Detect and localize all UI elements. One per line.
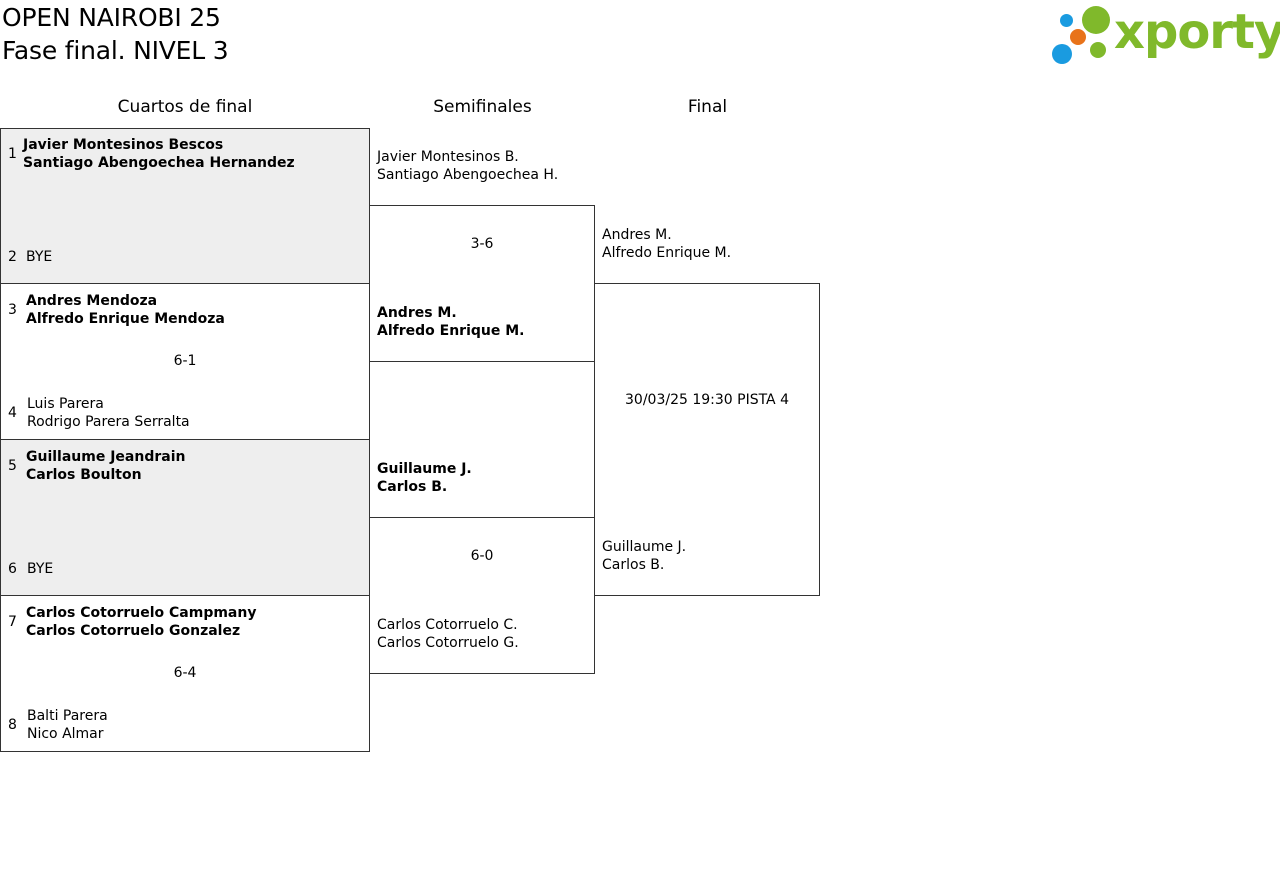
team-player: Carlos Cotorruelo G.	[377, 635, 519, 651]
team-player: Carlos B.	[377, 479, 448, 495]
team-player: Carlos Cotorruelo C.	[377, 617, 518, 633]
match-schedule: 30/03/25 19:30 PISTA 4	[625, 392, 789, 408]
team-player: Alfredo Enrique M.	[602, 245, 732, 261]
seed-number: 3	[8, 302, 17, 318]
seed-number: 7	[8, 614, 17, 630]
team-player: BYE	[27, 561, 54, 577]
team-player: Santiago Abengoechea H.	[377, 167, 559, 183]
logo-dot-icon	[1060, 14, 1073, 27]
team-player: Luis Parera	[27, 396, 104, 412]
team-player: Andres M.	[602, 227, 672, 243]
match-score: 3-6	[470, 236, 494, 252]
team-player: Guillaume Jeandrain	[26, 449, 186, 465]
team-player: Alfredo Enrique M.	[377, 323, 525, 339]
team-player: Carlos Boulton	[26, 467, 142, 483]
logo-dot-icon	[1052, 44, 1072, 64]
team-player: BYE	[26, 249, 53, 265]
team-player: Andres Mendoza	[26, 293, 158, 309]
logo-dot-icon	[1090, 42, 1106, 58]
logo-wordmark: xporty	[1114, 4, 1280, 60]
seed-number: 5	[8, 458, 17, 474]
seed-number: 1	[8, 146, 17, 162]
seed-number: 2	[8, 249, 17, 265]
tournament-title: OPEN NAIROBI 25	[2, 3, 221, 32]
team-player: Rodrigo Parera Serralta	[27, 414, 190, 430]
match-score: 6-4	[173, 665, 197, 681]
seed-number: 8	[8, 717, 17, 733]
phase-subtitle: Fase final. NIVEL 3	[2, 36, 229, 65]
team-player: Nico Almar	[27, 726, 104, 742]
round-header-semis: Semifinales	[433, 97, 532, 117]
team-player: Carlos Cotorruelo Gonzalez	[26, 623, 241, 639]
round-header-final: Final	[687, 97, 728, 117]
team-player: Guillaume J.	[602, 539, 687, 555]
final-match	[594, 283, 820, 596]
team-player: Balti Parera	[27, 708, 108, 724]
match-score: 6-0	[470, 548, 494, 564]
seed-number: 4	[8, 405, 17, 421]
quarterfinal-match-3	[0, 439, 370, 596]
team-player: Guillaume J.	[377, 461, 472, 477]
seed-number: 6	[8, 561, 17, 577]
team-player: Javier Montesinos B.	[377, 149, 519, 165]
team-player: Carlos B.	[602, 557, 665, 573]
logo-dot-icon	[1082, 6, 1110, 34]
round-header-quarters: Cuartos de final	[117, 97, 253, 117]
match-score: 6-1	[173, 353, 197, 369]
quarterfinal-match-1	[0, 128, 370, 284]
team-player: Santiago Abengoechea Hernandez	[23, 155, 295, 171]
xporty-logo: xporty	[1052, 4, 1280, 66]
team-player: Carlos Cotorruelo Campmany	[26, 605, 257, 621]
team-player: Andres M.	[377, 305, 457, 321]
team-player: Javier Montesinos Bescos	[23, 137, 224, 153]
logo-dot-icon	[1070, 29, 1086, 45]
team-player: Alfredo Enrique Mendoza	[26, 311, 225, 327]
